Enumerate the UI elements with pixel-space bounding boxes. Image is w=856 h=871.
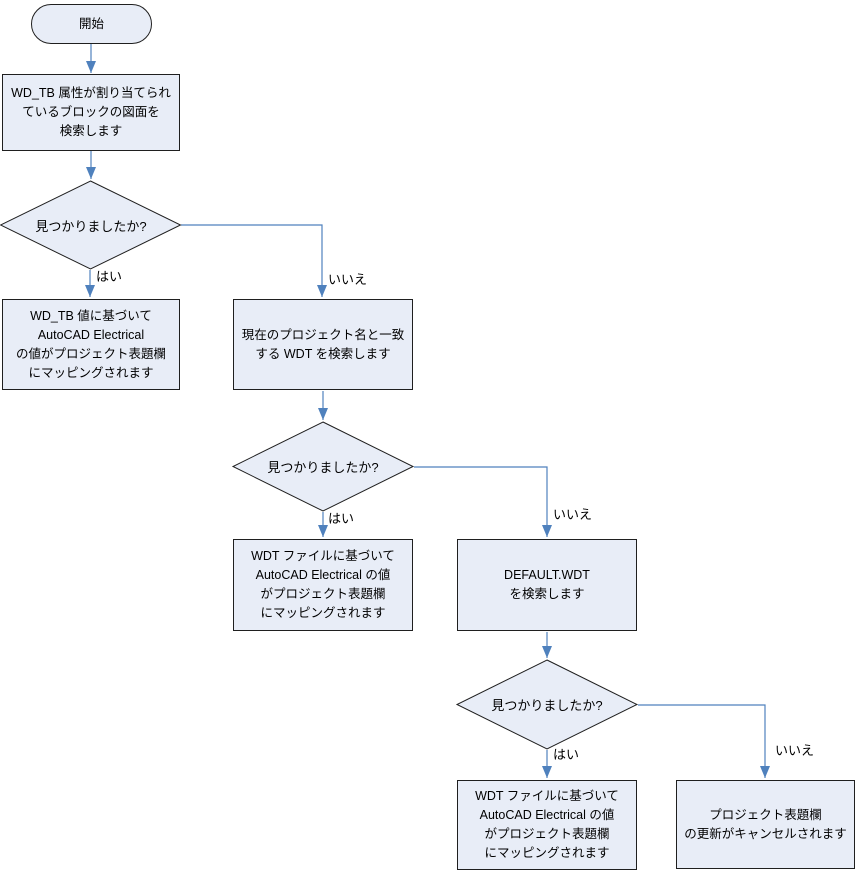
start-label: 開始 bbox=[78, 17, 104, 31]
process-map-wdt-file-text: WDT ファイルに基づいて AutoCAD Electrical の値 がプロジ… bbox=[251, 549, 395, 620]
connector-decision3-no bbox=[638, 704, 770, 778]
decision1-diamond bbox=[0, 180, 182, 270]
edge-label-no-2: いいえ bbox=[553, 507, 593, 522]
process-cancel-update-text: プロジェクト表題欄 の更新がキャンセルされます bbox=[684, 807, 847, 841]
process-map-wdtb-values: WD_TB 値に基づいて AutoCAD Electrical の値がプロジェク… bbox=[2, 299, 180, 390]
edge-label-yes-2: はい bbox=[328, 511, 355, 526]
edge-label-yes-3: はい bbox=[553, 747, 580, 762]
connector-decision1-no bbox=[181, 224, 327, 297]
decision2-diamond bbox=[231, 421, 415, 512]
process-map-wdt-file: WDT ファイルに基づいて AutoCAD Electrical の値 がプロジ… bbox=[233, 539, 413, 631]
process-search-default-wdt: DEFAULT.WDT を検索します bbox=[457, 539, 637, 631]
connector-decision2-no bbox=[414, 466, 552, 537]
start-terminator: 開始 bbox=[31, 4, 152, 44]
edge-label-no-1: いいえ bbox=[328, 272, 368, 287]
process-search-wdtb-drawings: WD_TB 属性が割り当てられ ているブロックの図面を 検索します bbox=[2, 74, 180, 151]
edge-label-no-3: いいえ bbox=[775, 743, 815, 758]
edge-label-yes-1: はい bbox=[96, 269, 123, 284]
process-search-wdtb-text: WD_TB 属性が割り当てられ ているブロックの図面を 検索します bbox=[11, 86, 171, 138]
process-map-wdt-file-2-text: WDT ファイルに基づいて AutoCAD Electrical の値 がプロジ… bbox=[475, 789, 619, 860]
decision1-question: 見つかりましたか? bbox=[35, 218, 147, 234]
decision3-question: 見つかりましたか? bbox=[491, 698, 603, 713]
process-search-project-wdt-text: 現在のプロジェクト名と一致 する WDT を検索します bbox=[241, 327, 405, 361]
process-search-project-wdt: 現在のプロジェクト名と一致 する WDT を検索します bbox=[233, 299, 413, 390]
process-cancel-update: プロジェクト表題欄 の更新がキャンセルされます bbox=[676, 780, 855, 869]
process-search-default-wdt-text: DEFAULT.WDT を検索します bbox=[504, 568, 590, 601]
process-map-wdtb-text: WD_TB 値に基づいて AutoCAD Electrical の値がプロジェク… bbox=[15, 308, 166, 380]
decision3-diamond bbox=[455, 659, 639, 750]
decision2-question: 見つかりましたか? bbox=[267, 460, 379, 475]
process-map-wdt-file-2: WDT ファイルに基づいて AutoCAD Electrical の値 がプロジ… bbox=[457, 780, 637, 870]
